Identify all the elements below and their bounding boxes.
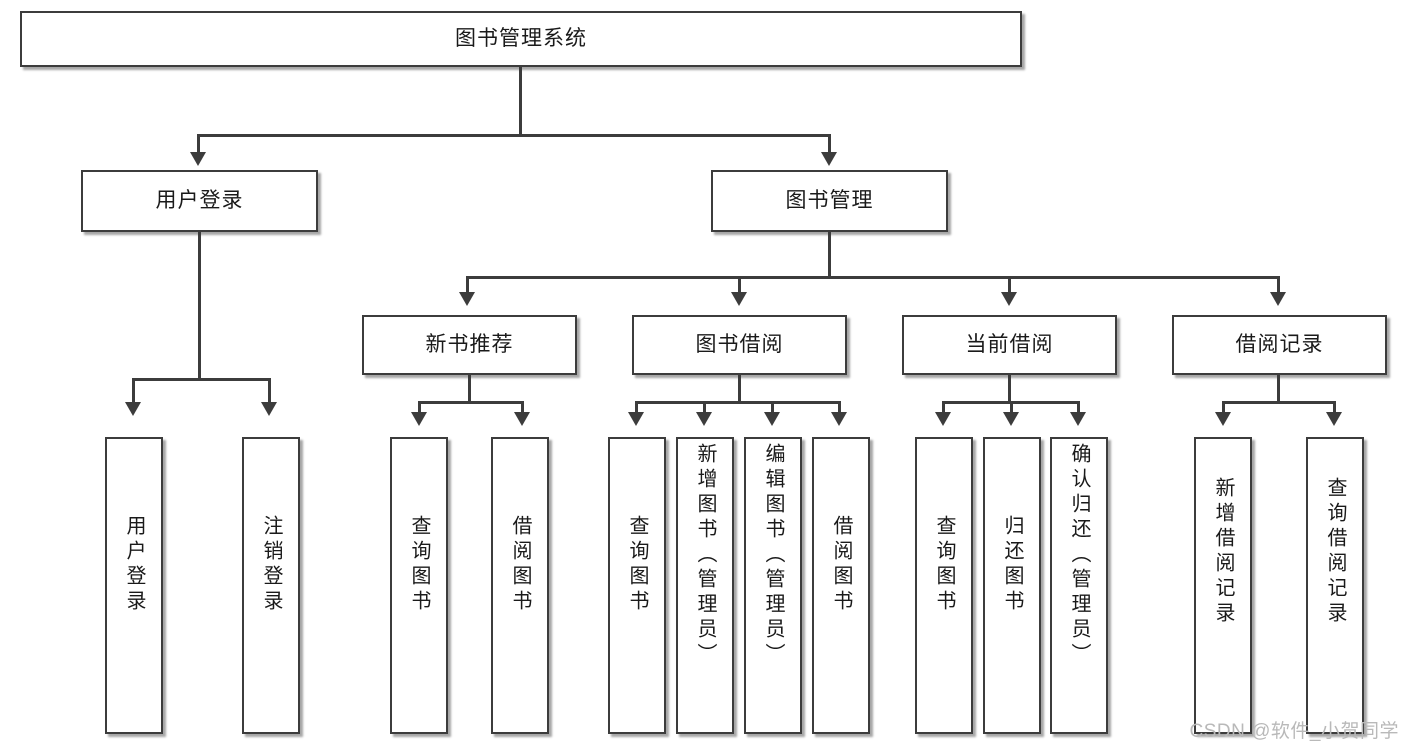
- node-label: 查询图书: [626, 515, 648, 615]
- connector-drop-book-management: [828, 134, 831, 158]
- connector-drop-bb-4: [838, 401, 841, 415]
- connector-drop-cb-3: [1077, 401, 1080, 415]
- leaf-user-login[interactable]: 用户登录: [105, 437, 163, 734]
- connector-root-trunk: [519, 67, 522, 135]
- connector-borrow-record-trunk: [1277, 375, 1280, 403]
- node-label: 查询图书: [408, 515, 430, 615]
- node-label: 确认归还（管理员）: [1068, 443, 1090, 668]
- arrowhead-borrow-record: [1270, 292, 1286, 306]
- connector-drop-bb-1: [635, 401, 638, 415]
- connector-drop-cb-1: [942, 401, 945, 415]
- connector-book-borrow-bus: [635, 401, 841, 404]
- connector-drop-br-2: [1333, 401, 1336, 415]
- node-label: 用户登录: [123, 515, 145, 615]
- arrowhead-bb-4: [831, 412, 847, 426]
- node-label: 图书管理: [785, 189, 874, 213]
- node-label: 新增借阅记录: [1212, 477, 1234, 627]
- connector-borrow-record-bus: [1222, 401, 1335, 404]
- node-label: 用户登录: [155, 189, 244, 213]
- node-label: 查询借阅记录: [1324, 477, 1346, 627]
- leaf-bb-add-book-admin[interactable]: 新增图书（管理员）: [676, 437, 734, 734]
- connector-drop-book-borrow: [738, 276, 741, 298]
- arrowhead-nb-query: [411, 412, 427, 426]
- connector-drop-nb-borrow: [521, 401, 524, 415]
- leaf-cb-query-book[interactable]: 查询图书: [915, 437, 973, 734]
- arrowhead-book-borrow: [731, 292, 747, 306]
- connector-drop-cb-2: [1010, 401, 1013, 415]
- arrowhead-bb-2: [696, 412, 712, 426]
- node-label: 当前借阅: [965, 333, 1054, 357]
- arrowhead-cb-1: [935, 412, 951, 426]
- node-label: 借阅记录: [1235, 333, 1324, 357]
- connector-current-borrow-trunk: [1008, 375, 1011, 403]
- node-label: 归还图书: [1001, 515, 1023, 615]
- node-new-book-recommend[interactable]: 新书推荐: [362, 315, 577, 375]
- arrowhead-bb-3: [764, 412, 780, 426]
- arrowhead-book-management: [821, 152, 837, 166]
- arrowhead-nb-borrow: [514, 412, 530, 426]
- connector-drop-current-borrow: [1008, 276, 1011, 298]
- connector-drop-new-book: [466, 276, 469, 298]
- connector-level3-bus: [466, 276, 1280, 279]
- node-user-login[interactable]: 用户登录: [81, 170, 318, 232]
- connector-new-book-trunk: [468, 375, 471, 403]
- node-current-borrow[interactable]: 当前借阅: [902, 315, 1117, 375]
- arrowhead-leaf-user-login: [125, 402, 141, 416]
- node-label: 图书管理系统: [455, 27, 587, 51]
- node-label: 编辑图书（管理员）: [762, 443, 784, 668]
- leaf-bb-edit-book-admin[interactable]: 编辑图书（管理员）: [744, 437, 802, 734]
- arrowhead-user-login: [190, 152, 206, 166]
- leaf-nb-query-book[interactable]: 查询图书: [390, 437, 448, 734]
- leaf-br-add-record[interactable]: 新增借阅记录: [1194, 437, 1252, 734]
- node-book-borrow[interactable]: 图书借阅: [632, 315, 847, 375]
- arrowhead-br-1: [1215, 412, 1231, 426]
- arrowhead-cb-2: [1003, 412, 1019, 426]
- node-label: 借阅图书: [509, 515, 531, 615]
- node-label: 新增图书（管理员）: [694, 443, 716, 668]
- node-book-management[interactable]: 图书管理: [711, 170, 948, 232]
- node-root-book-management-system[interactable]: 图书管理系统: [20, 11, 1022, 67]
- connector-drop-leaf-user-login: [132, 378, 135, 406]
- leaf-cb-return-book[interactable]: 归还图书: [983, 437, 1041, 734]
- connector-user-login-trunk: [198, 232, 201, 380]
- node-label: 借阅图书: [830, 515, 852, 615]
- leaf-br-query-record[interactable]: 查询借阅记录: [1306, 437, 1364, 734]
- connector-drop-borrow-record: [1277, 276, 1280, 298]
- connector-drop-leaf-logout: [268, 378, 271, 406]
- leaf-logout[interactable]: 注销登录: [242, 437, 300, 734]
- arrowhead-new-book: [459, 292, 475, 306]
- node-borrow-record[interactable]: 借阅记录: [1172, 315, 1387, 375]
- connector-book-borrow-trunk: [738, 375, 741, 403]
- arrowhead-current-borrow: [1001, 292, 1017, 306]
- connector-drop-bb-3: [771, 401, 774, 415]
- node-label: 新书推荐: [425, 333, 514, 357]
- connector-drop-nb-query: [418, 401, 421, 415]
- arrowhead-cb-3: [1070, 412, 1086, 426]
- arrowhead-leaf-logout: [261, 402, 277, 416]
- node-label: 图书借阅: [695, 333, 784, 357]
- leaf-bb-borrow-book[interactable]: 借阅图书: [812, 437, 870, 734]
- arrowhead-br-2: [1326, 412, 1342, 426]
- connector-drop-bb-2: [703, 401, 706, 415]
- connector-drop-user-login: [197, 134, 200, 158]
- node-label: 注销登录: [260, 515, 282, 615]
- leaf-cb-confirm-return-admin[interactable]: 确认归还（管理员）: [1050, 437, 1108, 734]
- connector-book-management-trunk: [828, 232, 831, 278]
- connector-level2-bus: [197, 134, 831, 137]
- node-label: 查询图书: [933, 515, 955, 615]
- connector-new-book-bus: [418, 401, 523, 404]
- leaf-nb-borrow-book[interactable]: 借阅图书: [491, 437, 549, 734]
- leaf-bb-query-book[interactable]: 查询图书: [608, 437, 666, 734]
- connector-user-login-bus: [132, 378, 270, 381]
- connector-drop-br-1: [1222, 401, 1225, 415]
- arrowhead-bb-1: [628, 412, 644, 426]
